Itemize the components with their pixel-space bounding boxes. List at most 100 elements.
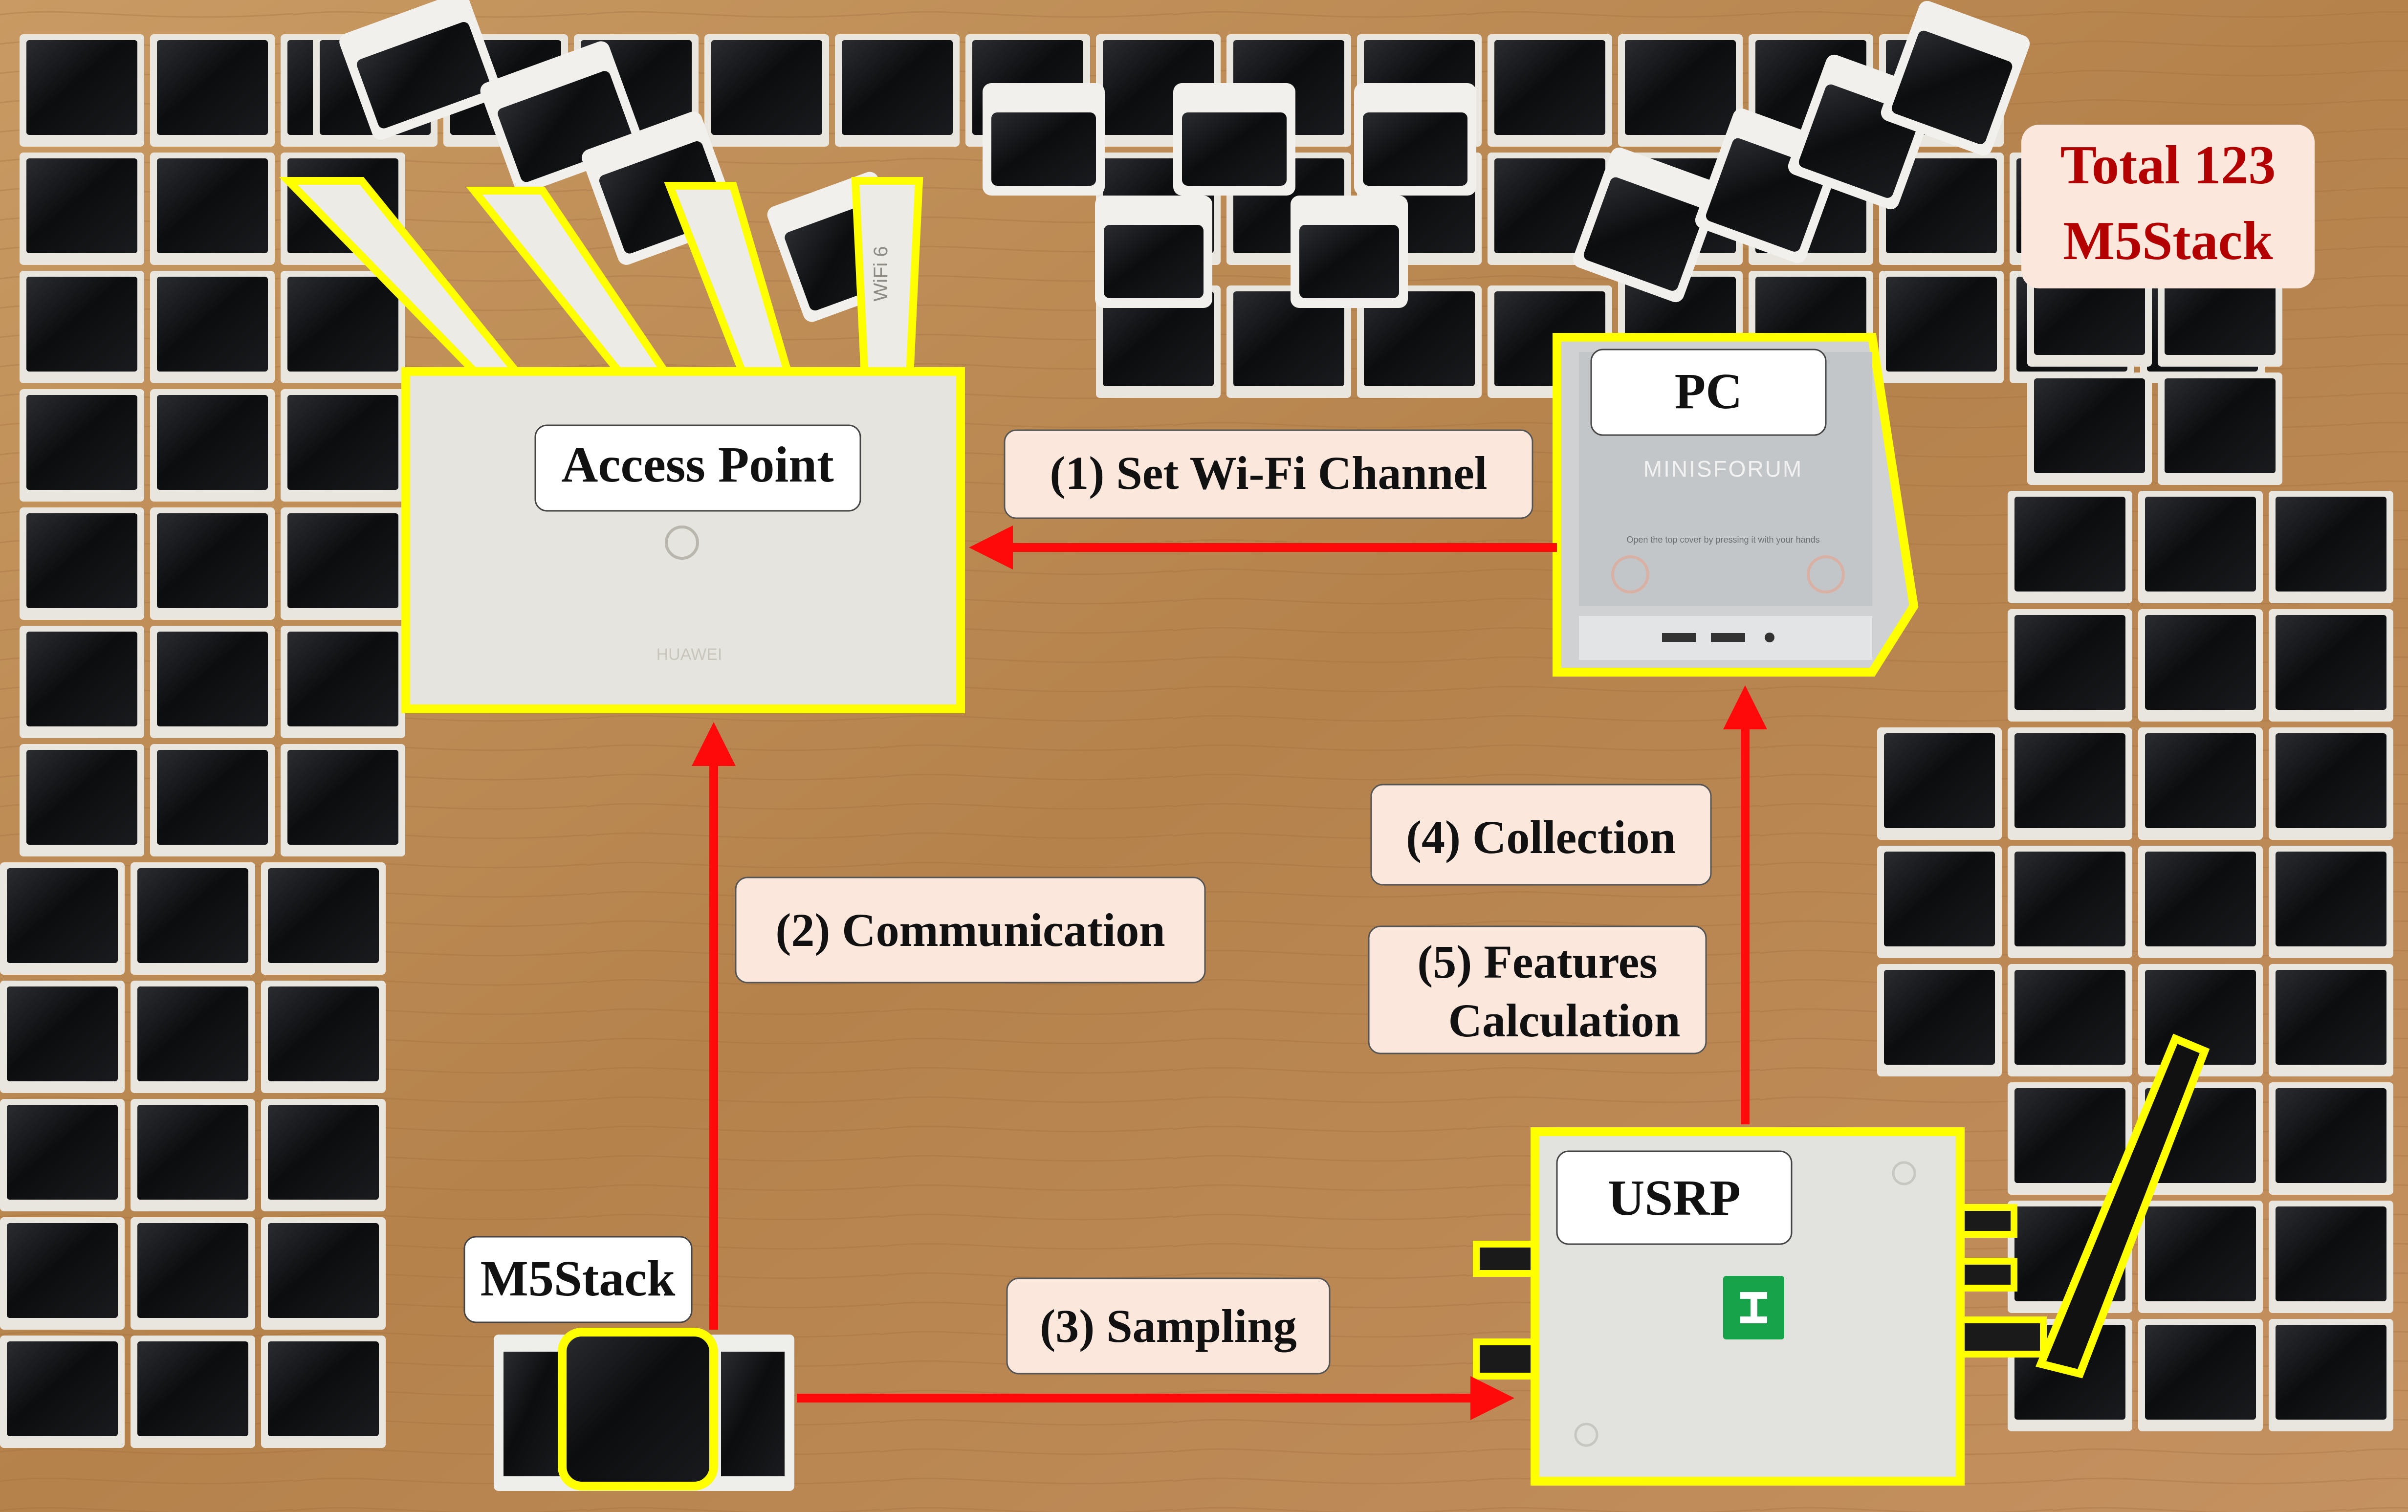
step-2-label: (2) Communication (775, 904, 1165, 956)
m5stack-tile (2269, 491, 2393, 603)
m5stack-tile (281, 744, 405, 856)
step-4-label-box (1370, 784, 1712, 886)
m5stack-tile (150, 626, 275, 738)
pc-label: PC (1675, 363, 1743, 419)
m5stack-tile (281, 271, 405, 383)
usrp-screw (1892, 1161, 1916, 1185)
step-1-label: (1) Set Wi-Fi Channel (1050, 447, 1487, 499)
m5stack-tile (1618, 34, 1743, 147)
pc-label-box (1590, 349, 1827, 436)
m5stack-tile (2008, 846, 2132, 958)
m5stack-tile (2269, 1082, 2393, 1195)
m5stack-tile (131, 862, 255, 975)
step-3-label: (3) Sampling (1040, 1300, 1296, 1352)
pc-port (1662, 633, 1696, 642)
usrp-label-box (1556, 1150, 1793, 1245)
m5stack-tile (704, 34, 829, 147)
pc-press-icon (1611, 555, 1649, 593)
total-badge-box (2021, 125, 2315, 288)
m5stack-tile (261, 1217, 386, 1330)
access-point-label: Access Point (561, 437, 834, 493)
m5stack-tile (131, 1217, 255, 1330)
standing-m5stack-unit (983, 83, 1105, 196)
standing-m5stack-unit (1095, 196, 1212, 308)
m5stack-tile (0, 981, 125, 1093)
total-badge-line2: M5Stack (2063, 211, 2273, 271)
usrp-logo-mark (1740, 1292, 1767, 1323)
m5stack-tile (0, 1099, 125, 1211)
m5stack-tile (2269, 609, 2393, 722)
m5stack-tile (150, 744, 275, 856)
flow-arrows (692, 526, 1767, 1420)
m5stack-tile (2008, 727, 2132, 840)
step-5-label-box (1368, 925, 1707, 1054)
m5stack-tile (20, 507, 144, 620)
standing-m5stack-unit (1354, 83, 1476, 196)
pc-port (1765, 633, 1774, 642)
step-5-label-line1: (5) Features (1417, 936, 1657, 988)
m5stack-tile (1877, 846, 2002, 958)
m5stack-tile (2008, 1082, 2132, 1195)
m5stack-tile (20, 153, 144, 265)
m5stack-tile (131, 981, 255, 1093)
m5stack-tile (1879, 153, 2004, 265)
m5stack-tile (20, 389, 144, 502)
usrp-antenna-port (1952, 1316, 2047, 1358)
standing-m5stack-unit (1291, 196, 1408, 308)
m5stack-tile (2269, 846, 2393, 958)
m5stack-label: M5Stack (481, 1250, 676, 1307)
m5stack-tile (2138, 846, 2263, 958)
m5stack-tile (20, 34, 144, 147)
m5stack-tile (150, 389, 275, 502)
m5stack-tile (1877, 964, 2002, 1076)
m5stack-tile (2008, 609, 2132, 722)
m5stack-tile (281, 507, 405, 620)
access-point-label-box (534, 424, 861, 512)
m5stack-tile (1877, 727, 2002, 840)
router-brand: HUAWEI (657, 645, 722, 664)
total-badge-line1: Total 123 (2060, 135, 2276, 196)
m5stack-tile (150, 271, 275, 383)
pc-hint: Open the top cover by pressing it with y… (1626, 535, 1819, 545)
m5stack-tile (150, 153, 275, 265)
usrp-screw (1574, 1423, 1598, 1447)
pc-port (1711, 633, 1745, 642)
m5stack-tile (0, 862, 125, 975)
m5stack-tile (131, 1336, 255, 1448)
m5stack-tile (261, 981, 386, 1093)
standing-m5stack-unit (1173, 83, 1295, 196)
m5stack-tile (2008, 964, 2132, 1076)
m5stack-tile (1488, 34, 1612, 147)
router-logo-icon (665, 526, 699, 560)
m5stack-tile (2269, 1201, 2393, 1313)
pc-brand: MINISFORUM (1643, 456, 1803, 482)
m5stack-tile (1096, 285, 1221, 398)
m5stack-device[interactable] (494, 1328, 794, 1491)
m5stack-tile (2008, 491, 2132, 603)
usrp-antenna (2036, 1033, 2210, 1379)
m5stack-tile (0, 1336, 125, 1448)
m5stack-tile (1357, 285, 1482, 398)
m5stack-tile (261, 1099, 386, 1211)
m5stack-tile (281, 389, 405, 502)
m5stack-tile (0, 1217, 125, 1330)
m5stack-tile (261, 1336, 386, 1448)
usrp-label: USRP (1608, 1170, 1741, 1226)
m5stack-tile (2269, 1319, 2393, 1431)
pc-press-icon (1807, 555, 1845, 593)
m5stack-label-box (463, 1236, 693, 1323)
step-1-label-box (1004, 429, 1533, 519)
step-2-label-box (735, 877, 1206, 984)
m5stack-tile (20, 626, 144, 738)
m5stack-tile (2138, 727, 2263, 840)
m5stack-tile (2138, 1319, 2263, 1431)
standing-m5stack-units (339, 0, 2030, 322)
m5stack-tile (150, 34, 275, 147)
m5stack-tile (261, 862, 386, 975)
step-5-label-line2: Calculation (1448, 994, 1681, 1047)
m5stack-tile (2158, 373, 2282, 485)
m5stack-tile (150, 507, 275, 620)
m5stack-tile (20, 271, 144, 383)
standing-m5stack-unit (339, 0, 502, 140)
